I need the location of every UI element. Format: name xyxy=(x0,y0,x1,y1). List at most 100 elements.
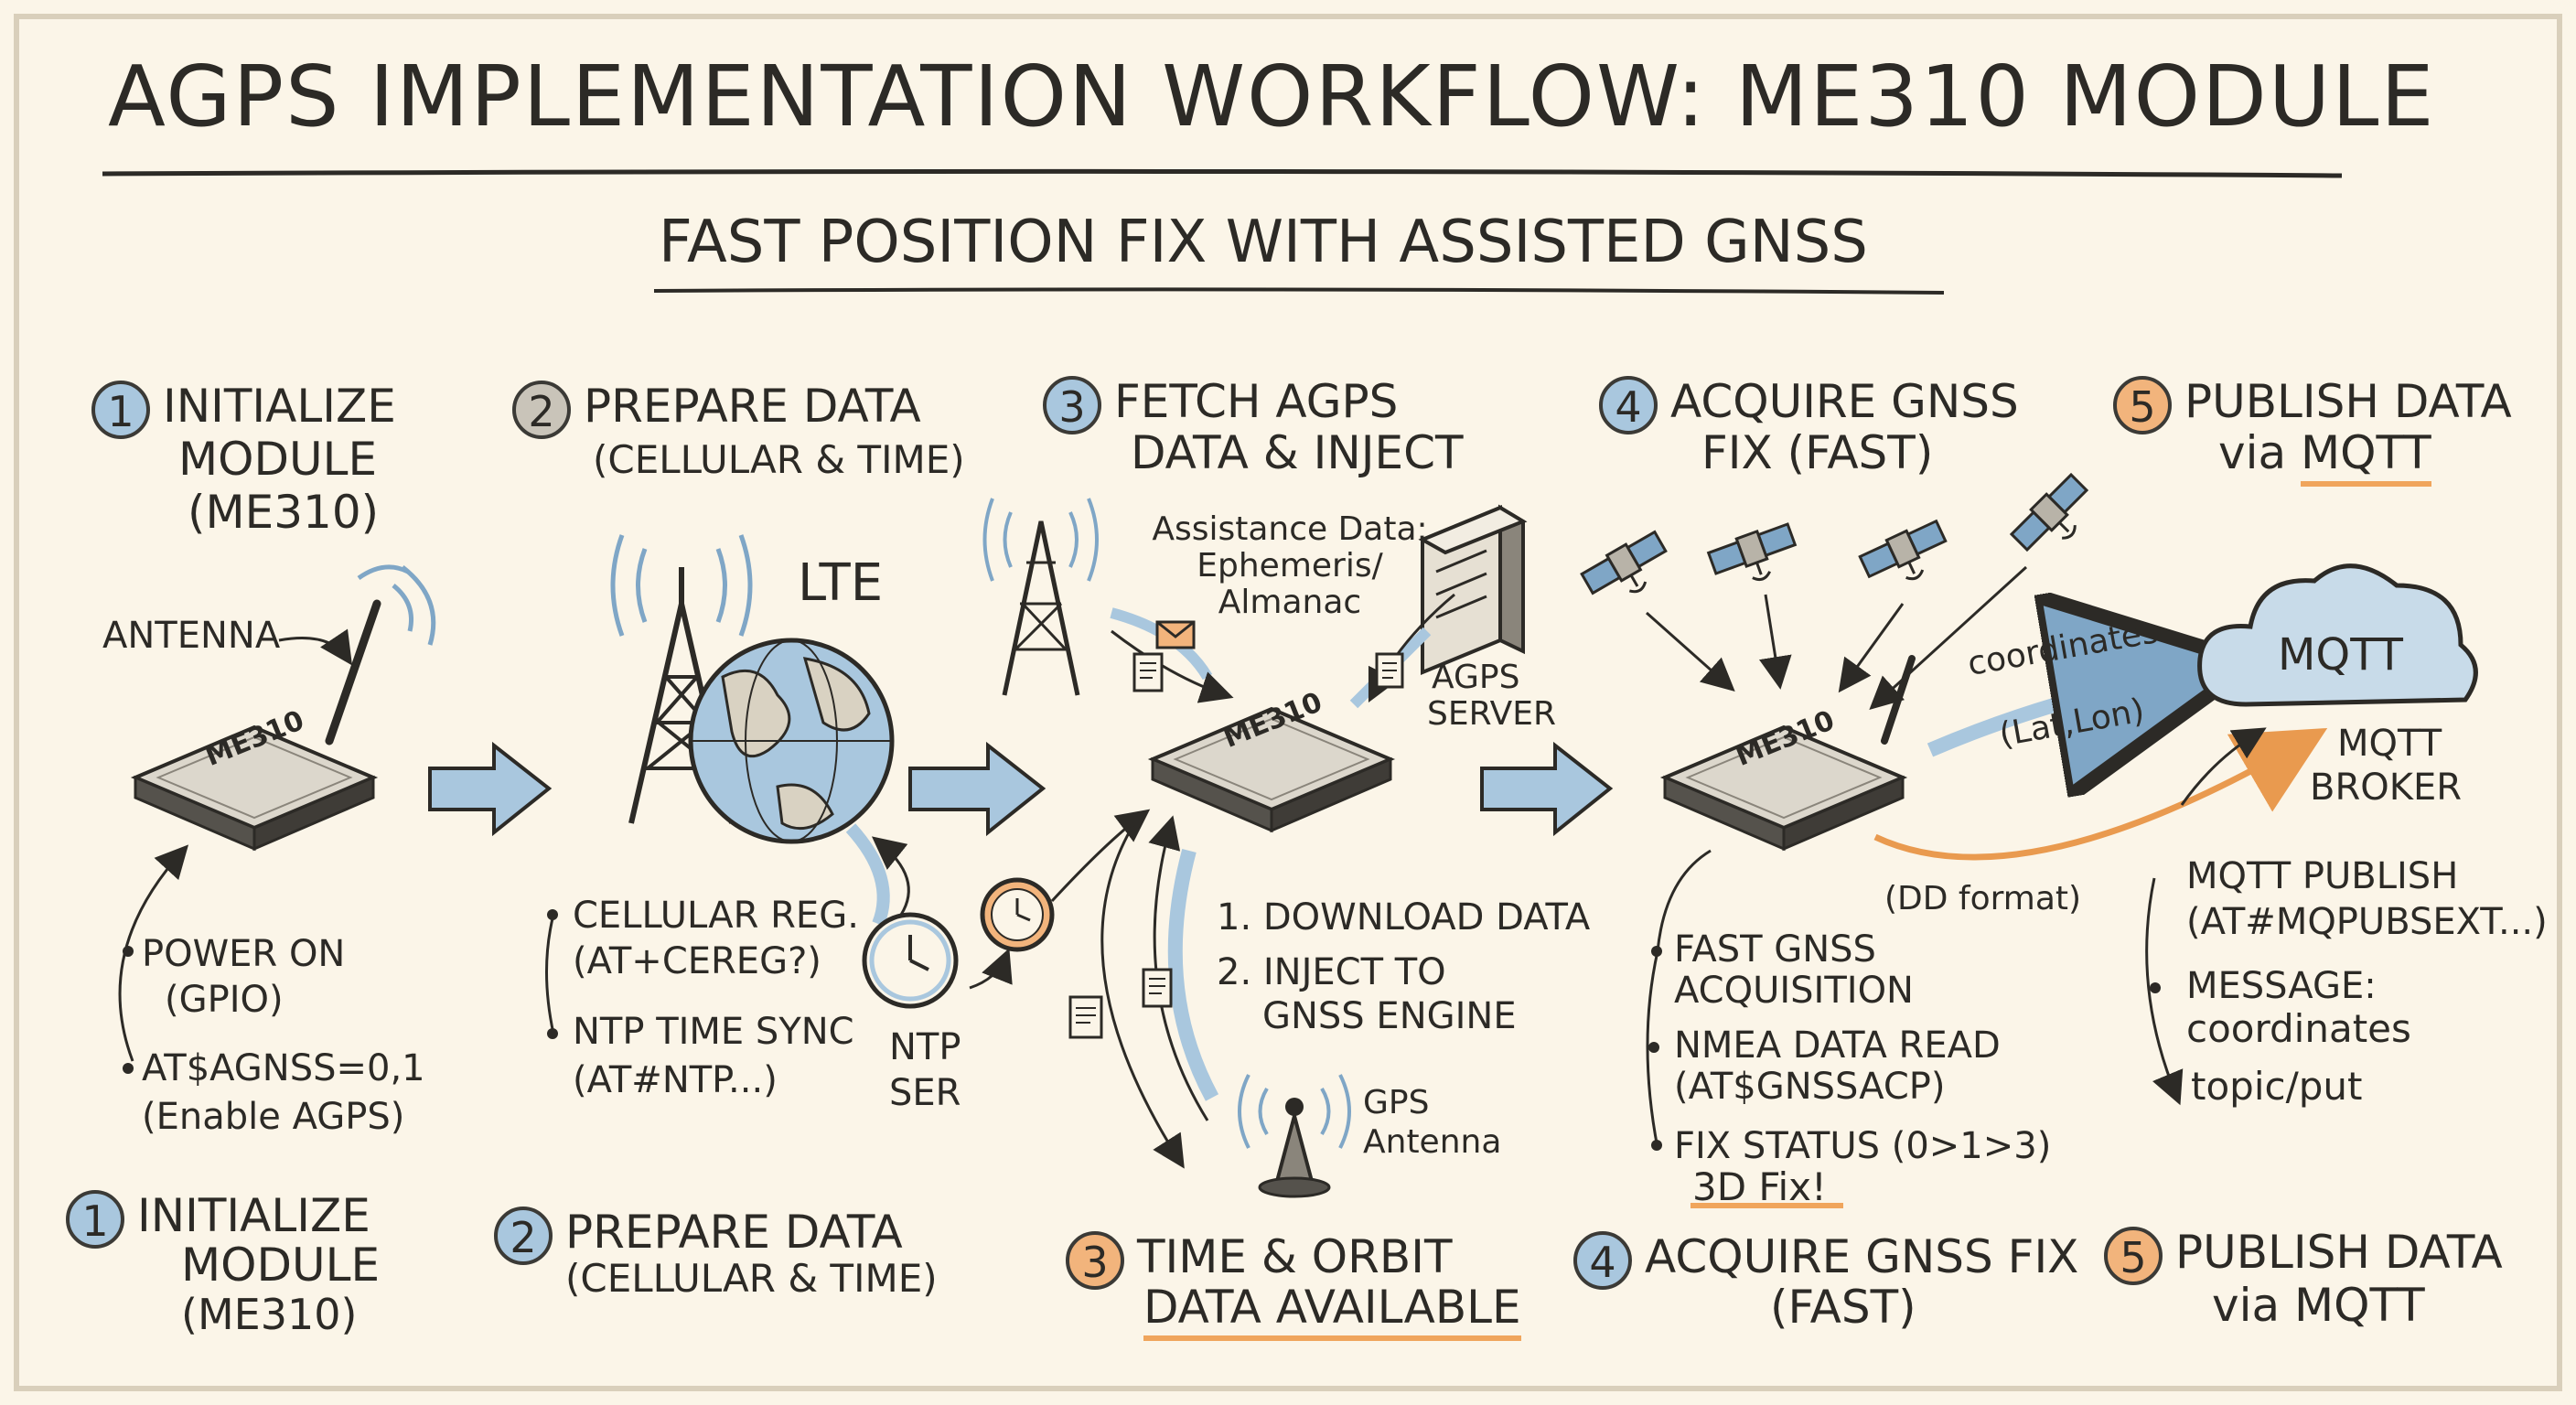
gps-down-arrow xyxy=(1100,822,1185,1169)
satellite-icon-2 xyxy=(1705,519,1804,595)
page-subtitle: FAST POSITION FIX WITH ASSISTED GNSS xyxy=(659,209,1868,276)
bullet-5a xyxy=(2150,982,2161,993)
step-number-badge: 5 xyxy=(2104,1226,2163,1285)
cellular-reg-command: (AT+CEREG?) xyxy=(573,940,821,982)
mqtt-cloud-icon xyxy=(2197,563,2478,707)
step-number-badge: 1 xyxy=(91,380,150,439)
satellite-icon-4 xyxy=(2007,470,2103,566)
cellular-reg-label: CELLULAR REG. xyxy=(573,895,859,937)
stage5-bracket xyxy=(2145,877,2184,1106)
bullet-4b xyxy=(1648,1042,1659,1053)
gps-antenna-label-1: GPS xyxy=(1363,1084,1430,1121)
bullet-2a xyxy=(547,909,558,920)
ntp-return-arrow xyxy=(871,836,910,916)
bullet-4a xyxy=(1651,946,1662,957)
step-header-5-line2: via MQTT xyxy=(2218,426,2431,487)
fix-3d-label: 3D Fix! xyxy=(1692,1164,1827,1209)
assistance-data-label-3: Almanac xyxy=(1218,584,1362,621)
document-icon-4 xyxy=(1142,968,1173,1008)
mqtt-publish-command: (AT#MQPUBSEXT...) xyxy=(2186,901,2548,943)
ntp-sync-command: (AT#NTP...) xyxy=(573,1059,778,1101)
mqtt-broker-label-2: BROKER xyxy=(2310,767,2463,809)
step-header-1-line3: (ME310) xyxy=(188,486,380,539)
broker-link-arrow xyxy=(2180,727,2267,806)
power-on-label: POWER ON xyxy=(142,933,346,975)
step-title: PREPARE DATA xyxy=(565,1206,903,1259)
dd-format-arrow xyxy=(1873,727,2328,861)
mqtt-highlight: MQTT xyxy=(2301,426,2431,487)
step-number-badge: 1 xyxy=(66,1189,124,1249)
step-title: INITIALIZE xyxy=(163,380,396,433)
power-on-sub: (GPIO) xyxy=(165,979,284,1021)
step-title: ACQUIRE GNSS FIX xyxy=(1645,1230,2079,1283)
message-value: coordinates xyxy=(2186,1006,2411,1051)
assistance-data-label-2: Ephemeris/ xyxy=(1197,547,1383,585)
gps-antenna-label-2: Antenna xyxy=(1363,1123,1502,1161)
dd-format-label: (DD format) xyxy=(1884,880,2082,917)
step-title: ACQUIRE GNSS xyxy=(1670,375,2019,428)
antenna-label: ANTENNA xyxy=(102,615,281,657)
bottom-step-1-line2: MODULE xyxy=(181,1239,381,1292)
step-number-badge: 3 xyxy=(1066,1230,1124,1290)
stage2-bracket xyxy=(545,914,555,1035)
agps-server-label-2: SERVER xyxy=(1427,695,1557,733)
document-icon-3 xyxy=(1068,995,1103,1039)
document-icon-1 xyxy=(1132,652,1164,692)
bottom-step-1-line3: (ME310) xyxy=(181,1290,358,1339)
title-underline xyxy=(102,168,2343,178)
step-header-3-line2: DATA & INJECT xyxy=(1131,426,1464,479)
envelope-icon xyxy=(1155,620,1196,649)
bottom-step-4-line2: (FAST) xyxy=(1770,1281,1916,1334)
agnss-sub: (Enable AGPS) xyxy=(142,1096,405,1138)
bullet-1b xyxy=(123,1063,134,1074)
bullet-2b xyxy=(547,1028,558,1039)
message-label: MESSAGE: xyxy=(2186,965,2377,1007)
mqtt-cloud-label: MQTT xyxy=(2278,629,2403,681)
antenna-1 xyxy=(325,564,436,745)
nmea-read-label: NMEA DATA READ xyxy=(1674,1024,2001,1067)
gps-uplink-arrow xyxy=(1167,848,1219,1101)
step-number-badge: 5 xyxy=(2113,375,2172,434)
step-title: PUBLISH DATA xyxy=(2175,1226,2503,1279)
agps-server-icon xyxy=(1418,504,1528,675)
step-title: INITIALIZE xyxy=(137,1189,370,1242)
inject-step-2: GNSS ENGINE xyxy=(1262,995,1517,1037)
lte-label: LTE xyxy=(798,553,884,613)
bottom-step-3-line2: DATA AVAILABLE xyxy=(1143,1281,1521,1341)
clock-icon-2 xyxy=(980,877,1055,952)
assistance-data-label-1: Assistance Data: xyxy=(1152,510,1428,548)
ntp-server-label-2: SER xyxy=(889,1072,961,1114)
step-title: PUBLISH DATA xyxy=(2184,375,2512,428)
step-number-badge: 4 xyxy=(1573,1230,1632,1290)
agps-server-label-1: AGPS xyxy=(1432,659,1520,696)
step-header-1-line2: MODULE xyxy=(178,433,378,486)
ntp-sync-arrow xyxy=(845,823,890,927)
topic-label: topic/put xyxy=(2191,1064,2363,1109)
download-data-step: 1. DOWNLOAD DATA xyxy=(1217,896,1591,938)
clock-link-arrow xyxy=(969,948,1013,990)
clock-to-chip-arrow xyxy=(1050,809,1151,903)
fix-status-label: FIX STATUS (0>1>3) xyxy=(1674,1125,2052,1167)
step-number-badge: 2 xyxy=(512,380,571,439)
step-number-badge: 4 xyxy=(1599,375,1658,434)
subtitle-underline xyxy=(653,287,1945,295)
antenna-4 xyxy=(1881,655,1916,745)
fast-acquisition-label-2: ACQUISITION xyxy=(1674,970,1914,1012)
sat-signal-3 xyxy=(1838,603,1905,693)
stage4-chip-link xyxy=(1656,849,1712,952)
step-title: TIME & ORBIT xyxy=(1137,1230,1453,1283)
step-number-badge: 3 xyxy=(1043,375,1101,434)
mqtt-broker-label-1: MQTT xyxy=(2337,723,2442,765)
antenna-pointer-arrow xyxy=(278,628,352,666)
ntp-sync-label: NTP TIME SYNC xyxy=(573,1011,854,1053)
mqtt-publish-label: MQTT PUBLISH xyxy=(2186,855,2459,897)
